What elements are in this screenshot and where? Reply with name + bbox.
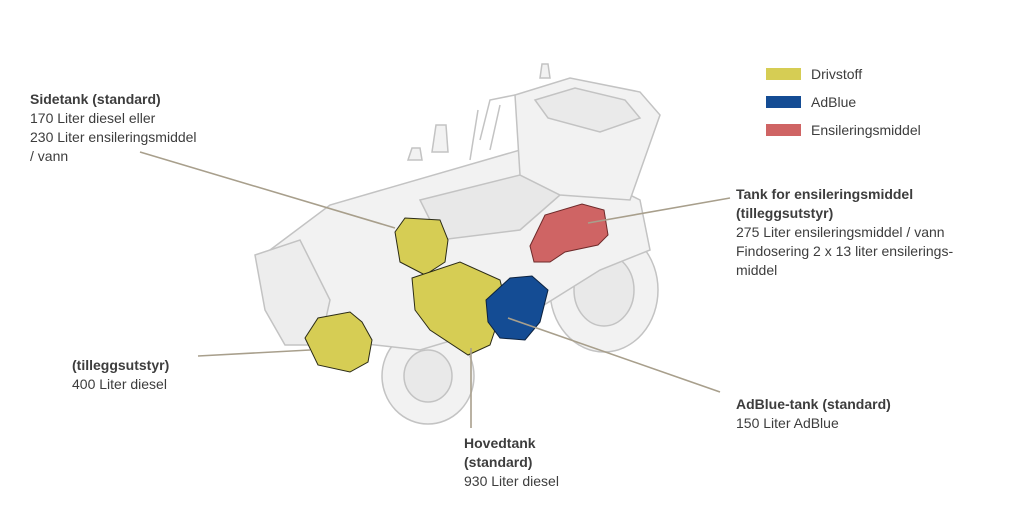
callout-title: (tilleggsutstyr): [736, 205, 834, 221]
optional-fuel-tank: [304, 311, 373, 373]
side-tank: [394, 217, 449, 276]
callout-title: (tilleggsutstyr): [72, 357, 170, 373]
adblue-tank: [485, 275, 549, 341]
callout-ensileringstank: Tank for ensileringsmiddel (tilleggsutst…: [736, 185, 953, 280]
callout-line: 275 Liter ensileringsmiddel / vann: [736, 224, 945, 240]
legend-swatch-silage: [766, 124, 801, 136]
legend-item-adblue: AdBlue: [766, 88, 921, 116]
harvester-body: [254, 63, 661, 425]
legend-swatch-adblue: [766, 96, 801, 108]
legend-item-ensilering: Ensileringsmiddel: [766, 116, 921, 144]
fuel-tanks: [304, 217, 506, 373]
callout-title: AdBlue-tank (standard): [736, 396, 891, 412]
legend-item-drivstoff: Drivstoff: [766, 60, 921, 88]
legend: Drivstoff AdBlue Ensileringsmiddel: [766, 60, 921, 144]
callout-line: 400 Liter diesel: [72, 376, 167, 392]
legend-label: AdBlue: [811, 94, 857, 110]
callout-tilleggstank: (tilleggsutstyr) 400 Liter diesel: [72, 356, 169, 394]
callout-hovedtank: Hovedtank (standard) 930 Liter diesel: [464, 434, 559, 491]
callout-line: 170 Liter diesel eller: [30, 110, 156, 126]
silage-tank: [529, 203, 609, 263]
legend-label: Drivstoff: [811, 66, 863, 82]
legend-label: Ensileringsmiddel: [811, 122, 921, 138]
callout-adblue-tank: AdBlue-tank (standard) 150 Liter AdBlue: [736, 395, 891, 433]
callout-title: Tank for ensileringsmiddel: [736, 186, 914, 202]
callout-title: Sidetank (standard): [30, 91, 161, 107]
callout-title: Hovedtank: [464, 435, 536, 451]
legend-swatch-fuel: [766, 68, 801, 80]
callout-title: (standard): [464, 454, 533, 470]
callout-line: 230 Liter ensileringsmiddel: [30, 129, 197, 145]
callout-line: Findosering 2 x 13 liter ensilerings-: [736, 243, 954, 259]
callout-line: 930 Liter diesel: [464, 473, 559, 489]
main-tank: [411, 261, 506, 356]
callout-line: middel: [736, 262, 778, 278]
leader-lines: [139, 151, 731, 428]
callout-line: / vann: [30, 148, 69, 164]
callout-sidetank: Sidetank (standard) 170 Liter diesel ell…: [30, 90, 197, 166]
callout-line: 150 Liter AdBlue: [736, 415, 839, 431]
